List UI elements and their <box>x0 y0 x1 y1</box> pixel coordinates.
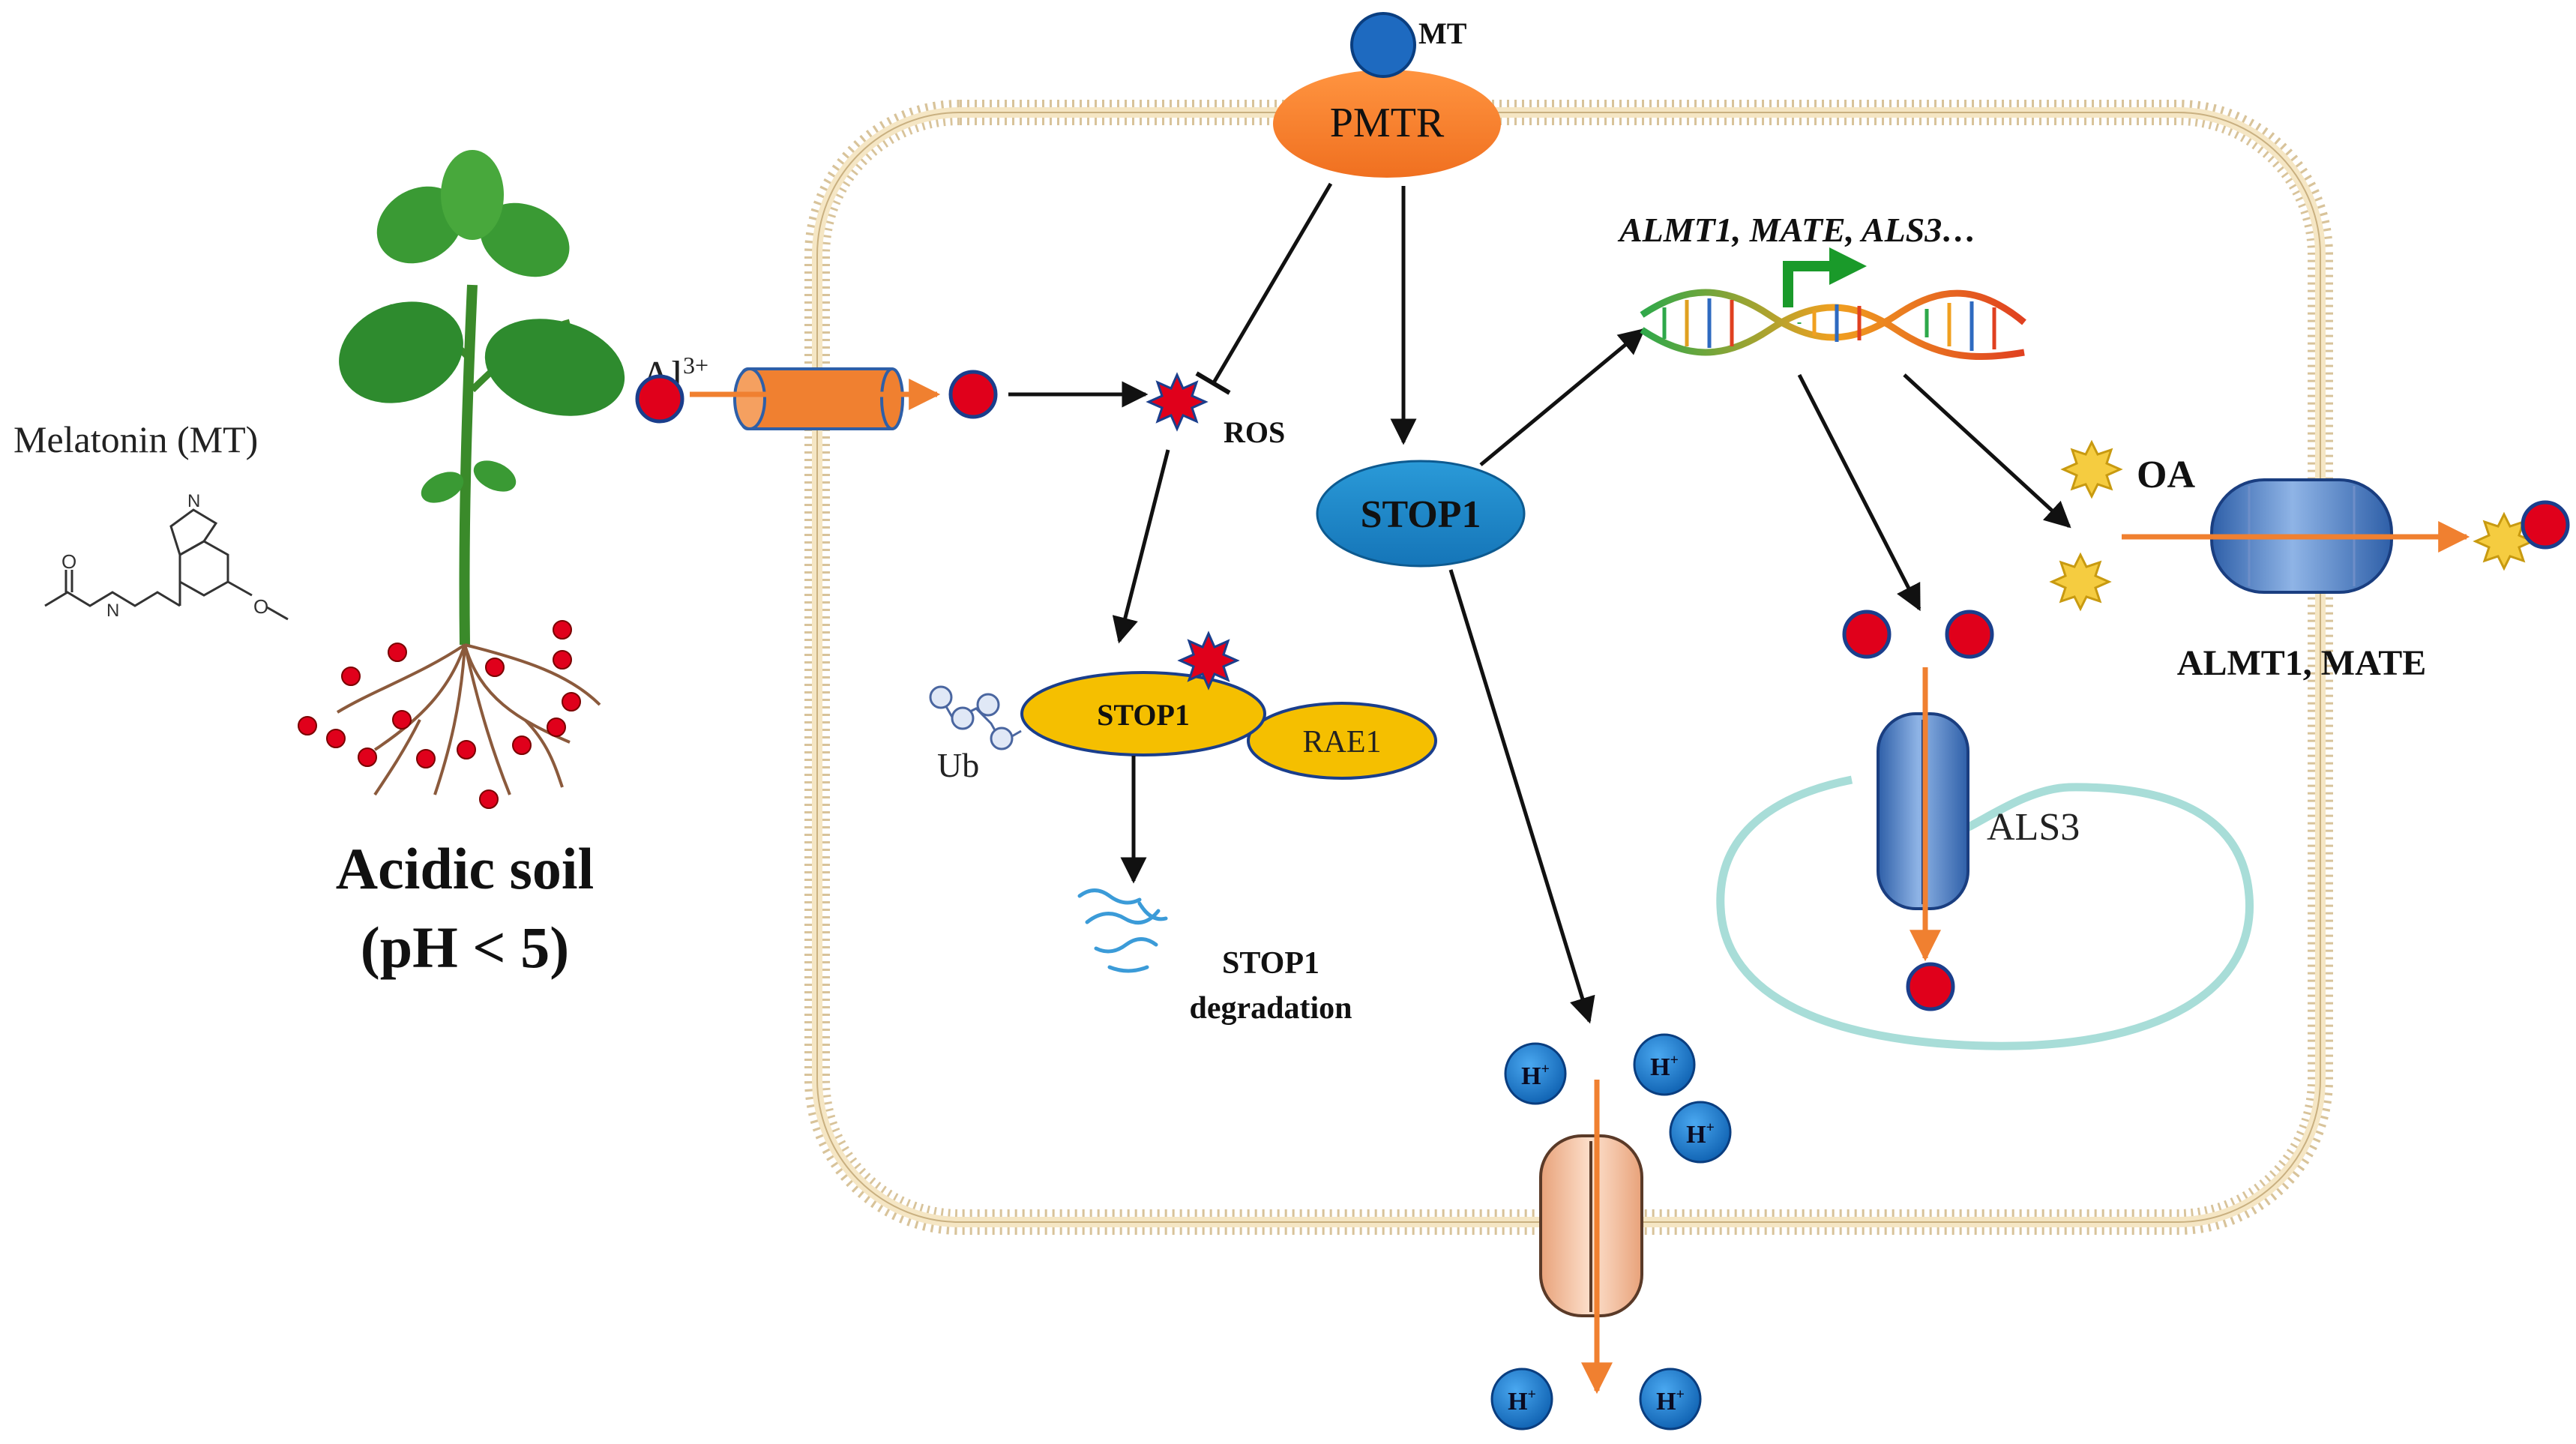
acidic-soil-title: Acidic soil <box>336 836 595 901</box>
al-channel <box>733 367 904 430</box>
acidic-soil-ph: (pH < 5) <box>361 915 569 980</box>
ub-label: Ub <box>937 746 979 784</box>
structure-o-carbonyl: O <box>61 550 76 573</box>
stop1-ub-label: STOP1 <box>1097 698 1190 732</box>
degradation-text-2: degradation <box>1189 991 1352 1026</box>
proton-label-1: H+ <box>1521 1061 1550 1090</box>
dna-to-al-vacuole-arrow <box>1797 373 1922 612</box>
proton-label-5: H+ <box>1656 1386 1685 1416</box>
stop1-to-dna-arrow <box>1479 328 1646 466</box>
genes-label: ALMT1, MATE, ALS3… <box>1617 211 1976 249</box>
structure-n-amide: N <box>106 601 119 621</box>
oa-burst-top <box>2060 439 2123 499</box>
proton-label-4: H+ <box>1508 1386 1536 1416</box>
proton-label-3: H+ <box>1686 1119 1715 1149</box>
al-oa-complex-outside <box>2521 500 2570 550</box>
ros-starburst <box>1146 372 1209 432</box>
structure-o-methoxy: O <box>253 595 268 618</box>
cell-membrane <box>804 100 2333 1235</box>
ros-to-stop1-arrow <box>1112 449 1170 644</box>
transcription-start-icon <box>1783 247 1867 307</box>
degraded-fragments <box>1077 888 1168 973</box>
proton-in-1 <box>1504 1042 1567 1105</box>
ros-label: ROS <box>1224 415 1285 449</box>
al-ion-outside <box>635 374 684 424</box>
melatonin-label: Melatonin (MT) <box>13 418 258 460</box>
proton-in-2 <box>1633 1033 1696 1096</box>
ros-starburst-bound <box>1177 631 1240 691</box>
oa-label: OA <box>2137 454 2195 496</box>
proton-out-1 <box>1490 1368 1553 1431</box>
pmtr-label: PMTR <box>1330 100 1445 146</box>
al-ion-pre-als3-2 <box>1945 610 1994 659</box>
stop1-to-proton-channel-arrow <box>1448 569 1595 1024</box>
dna-to-oa-arrow <box>1903 373 2071 529</box>
al-ion-inside <box>948 370 998 419</box>
dna-helix <box>1640 289 2026 361</box>
soil-al-ions <box>298 620 581 809</box>
stop1-ubiquitinated <box>1020 671 1266 756</box>
rae1-complex <box>1247 702 1437 780</box>
mt-label: MT <box>1418 16 1467 50</box>
pmtr-receptor <box>1273 70 1501 178</box>
stop1-center-label: STOP1 <box>1361 493 1481 536</box>
pmtr-inhibits-ros <box>1211 182 1333 385</box>
oa-burst-bottom <box>2049 552 2112 612</box>
proton-in-3 <box>1669 1101 1732 1164</box>
ubiquitin-chain <box>929 685 1022 750</box>
melatonin-structure <box>44 508 289 621</box>
stop1-center <box>1316 460 1526 568</box>
plant-illustration <box>336 150 625 796</box>
proton-channel <box>1539 1134 1643 1317</box>
structure-nh: N <box>187 491 200 511</box>
rae1-label: RAE1 <box>1303 725 1382 759</box>
proton-label-2: H+ <box>1650 1052 1679 1081</box>
mt-ligand <box>1350 12 1416 78</box>
degradation-text-1: STOP1 <box>1222 946 1319 981</box>
al-ion-pre-als3-1 <box>1842 610 1892 659</box>
als3-label: ALS3 <box>1987 806 2080 849</box>
protons <box>1490 1033 1732 1431</box>
proton-out-2 <box>1639 1368 1702 1431</box>
oa-burst-outside <box>2473 511 2536 571</box>
al-ion-in-vacuole <box>1906 962 1955 1011</box>
almt1-mate-label: ALMT1, MATE <box>2177 643 2426 683</box>
vacuole <box>1716 775 2254 1050</box>
inhibition-bar <box>1195 371 1231 395</box>
